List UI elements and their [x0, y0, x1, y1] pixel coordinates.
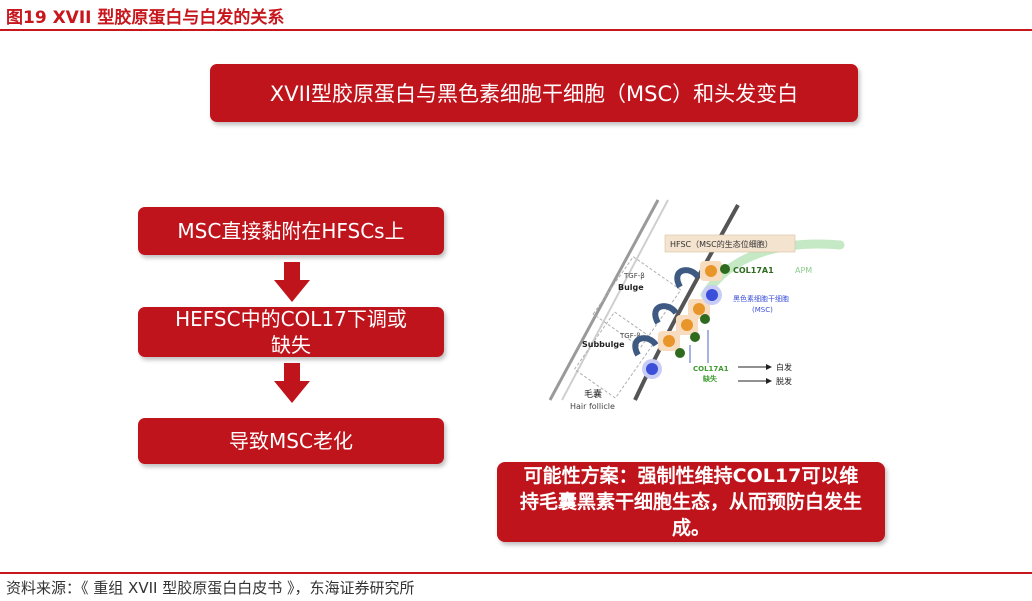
down-arrow-icon: [274, 363, 310, 403]
col17a1-missing-label: COL17A1: [693, 365, 729, 373]
bulge-label: Bulge: [618, 283, 644, 292]
bulge-region: [592, 255, 682, 349]
footer-rule: [0, 572, 1032, 574]
apm-muscle: [700, 239, 845, 300]
tgf-beta-arrow-icon: [652, 303, 679, 325]
figure-title: 图19 XVII 型胶原蛋白与白发的关系: [6, 8, 285, 28]
flow-step-2: HEFSC中的COL17下调或缺失: [138, 307, 444, 357]
main-title-text: XVII型胶原蛋白与黑色素细胞干细胞（MSC）和头发变白: [269, 82, 799, 106]
apm-label: APM: [795, 266, 812, 275]
col17a1-label: COL17A1: [733, 266, 774, 275]
follicle-outer-line: [561, 199, 669, 401]
col17a1-marker: [700, 314, 710, 324]
flow-step-1-text: MSC直接黏附在HFSCs上: [177, 219, 405, 243]
hfsc-label-box: [664, 234, 796, 253]
flow-step-3: 导致MSC老化: [138, 418, 444, 464]
col17a1-marker: [675, 348, 685, 358]
hfsc-cell-nucleus: [681, 319, 693, 331]
arrowhead-icon: [766, 378, 772, 384]
tgf-beta-arrow-icon: [674, 267, 701, 289]
follicle-label-en: Hair follicle: [570, 402, 615, 411]
hfsc-label: HFSC（MSC的生态位细胞）: [670, 239, 773, 249]
hfsc-cell-nucleus: [705, 265, 717, 277]
tgf-beta-arrow-icon: [632, 335, 659, 357]
msc-cell-nucleus: [706, 289, 718, 301]
follicle-label-cn: 毛囊: [584, 388, 602, 400]
hfsc-cell-nucleus: [663, 335, 675, 347]
subbulge-label: Subbulge: [582, 340, 625, 349]
conclusion-box: 可能性方案：强制性维持COL17可以维持毛囊黑素干细胞生态，从而预防白发生成。: [497, 462, 885, 542]
col17a1-marker: [690, 332, 700, 342]
source-note: 资料来源：《 重组 XVII 型胶原蛋白白皮书 》，东海证券研究所: [6, 579, 415, 597]
msc-label-en: (MSC): [752, 306, 773, 314]
follicle-outer-line: [548, 199, 660, 401]
flow-step-1: MSC直接黏附在HFSCs上: [138, 207, 444, 255]
col17a1-missing-label: 缺失: [702, 374, 718, 383]
hfsc-cell-nucleus: [693, 303, 705, 315]
down-arrow-icon: [274, 262, 310, 302]
msc-label-cn: 黑色素细胞干细胞: [733, 294, 789, 303]
flow-step-2-text: HEFSC中的COL17下调或缺失: [175, 307, 407, 357]
main-title-banner: XVII型胶原蛋白与黑色素细胞干细胞（MSC）和头发变白: [210, 64, 858, 122]
header-rule: [0, 29, 1032, 31]
conclusion-text: 可能性方案：强制性维持COL17可以维持毛囊黑素干细胞生态，从而预防白发生成。: [519, 465, 862, 539]
tgf-beta-label: TGF-β: [619, 332, 641, 340]
tgf-beta-label: TGF-β: [623, 272, 645, 280]
arrowhead-icon: [766, 364, 772, 370]
hair-follicle-diagram: APM HFSC（MSC的生态位细胞） Bulge Subbulge TGF-β…: [548, 199, 845, 411]
hair-loss-label: 脱发: [776, 376, 792, 386]
col17a1-marker: [720, 264, 730, 274]
flow-step-3-text: 导致MSC老化: [229, 429, 353, 453]
white-hair-label: 白发: [776, 362, 792, 372]
msc-cell-nucleus: [646, 363, 658, 375]
